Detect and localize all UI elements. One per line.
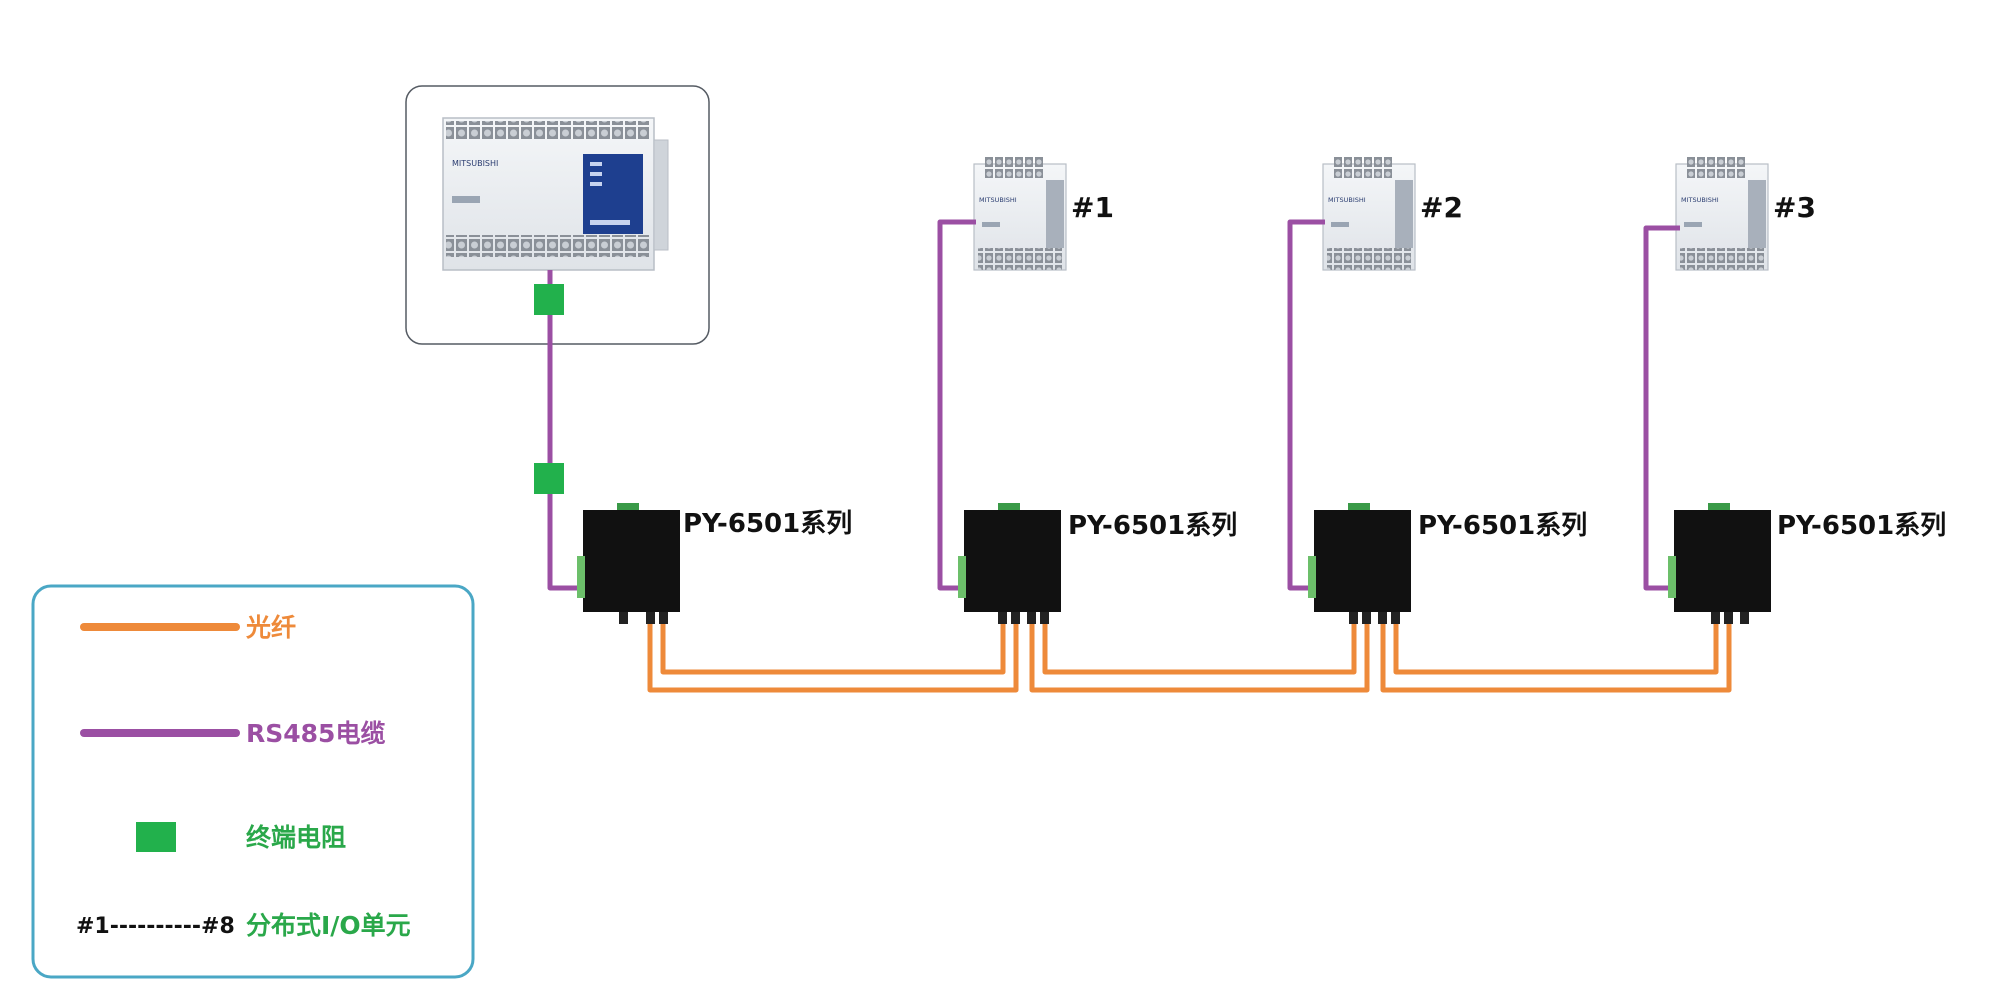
converter-icon (1308, 503, 1411, 624)
rs485-cables (547, 219, 1680, 591)
fiber-cable (1393, 620, 1719, 675)
converter-1: PY-6501系列 (958, 503, 1237, 624)
converter-icon (577, 503, 680, 624)
io-unit-2: MITSUBISHI #2 (1322, 156, 1463, 271)
terminal-resistor-icon (136, 822, 176, 852)
converter-icon (1668, 503, 1771, 624)
legend-terminator-label: 终端电阻 (246, 823, 346, 852)
terminal-resistor-icon (534, 463, 564, 494)
fiber-cable (1029, 620, 1370, 693)
main-plc-brand: MITSUBISHI (452, 159, 498, 168)
io-unit-brand: MITSUBISHI (1681, 196, 1719, 204)
io-unit-brand: MITSUBISHI (979, 196, 1017, 204)
legend: 光纤 RS485电缆 终端电阻 #1----------#8 分布式I/O单元 (31, 584, 475, 979)
rs485-cable-3 (1643, 225, 1680, 591)
terminal-resistor-icon (534, 284, 564, 315)
rs485-cable-2 (1287, 219, 1325, 591)
legend-frame (31, 584, 475, 979)
plc-icon: MITSUBISHI (1675, 156, 1769, 271)
fiber-cable (660, 620, 1006, 675)
main-plc: MITSUBISHI (405, 85, 710, 345)
fiber-cables (647, 620, 1732, 693)
converter-2: PY-6501系列 (1308, 503, 1587, 624)
io-unit-brand: MITSUBISHI (1328, 196, 1366, 204)
fiber-cable (1042, 620, 1357, 675)
rs485-cable-main (547, 270, 580, 591)
io-unit-number: #1 (1071, 191, 1114, 224)
converter-label: PY-6501系列 (1777, 511, 1946, 541)
rs485-cable-1 (937, 219, 976, 591)
converter-icon (958, 503, 1061, 624)
converter-0: PY-6501系列 (577, 503, 852, 624)
io-unit-1: MITSUBISHI #1 (973, 156, 1114, 271)
legend-rs485-label: RS485电缆 (246, 719, 385, 748)
converter-label: PY-6501系列 (1068, 511, 1237, 541)
legend-range-label: #1----------#8 (76, 914, 235, 939)
legend-fiber-label: 光纤 (245, 613, 296, 642)
io-unit-3: MITSUBISHI #3 (1675, 156, 1816, 271)
plc-icon: MITSUBISHI (973, 156, 1067, 271)
io-unit-number: #2 (1420, 191, 1463, 224)
fiber-cable (1380, 620, 1732, 693)
plc-icon: MITSUBISHI (1322, 156, 1416, 271)
fiber-cable (647, 620, 1019, 693)
converter-label: PY-6501系列 (1418, 511, 1587, 541)
converter-3: PY-6501系列 (1668, 503, 1946, 624)
plc-icon: MITSUBISHI (442, 117, 669, 271)
legend-io-unit-label: 分布式I/O单元 (246, 911, 411, 940)
io-unit-number: #3 (1773, 191, 1816, 224)
converter-label: PY-6501系列 (683, 509, 852, 539)
